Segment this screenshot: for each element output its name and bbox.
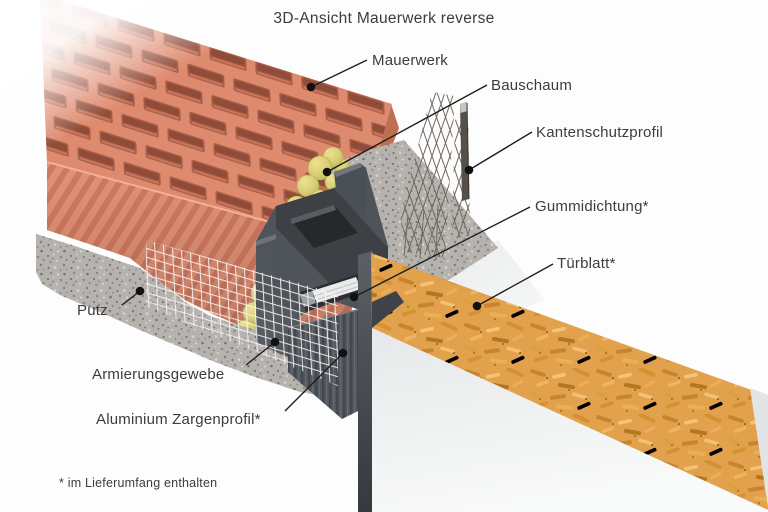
- label-gummidichtung: Gummidichtung*: [535, 198, 649, 215]
- label-mauerwerk: Mauerwerk: [372, 52, 448, 69]
- label-aluminium-zargenprofil: Aluminium Zargenprofil*: [96, 411, 261, 428]
- door-leaf-front-face: [372, 328, 768, 512]
- fade-overlay: [0, 0, 260, 175]
- leader-dots: [135, 82, 482, 358]
- reinforcement-mesh: [146, 240, 338, 386]
- door-frame-edge-strip: [358, 251, 373, 512]
- door-leaf: [358, 251, 768, 512]
- diagram-title: 3D-Ansicht Mauerwerk reverse: [273, 10, 495, 27]
- edge-protection-bar: [460, 102, 470, 201]
- label-tuerblatt: Türblatt*: [557, 255, 616, 272]
- label-armierungsgewebe: Armierungsgewebe: [92, 366, 225, 383]
- leader-lines: [121, 59, 554, 412]
- footnote: * im Lieferumfang enthalten: [59, 476, 218, 490]
- label-kantenschutzprofil: Kantenschutzprofil: [536, 124, 664, 141]
- door-leaf-osb-top: [371, 253, 768, 510]
- label-bauschaum: Bauschaum: [491, 77, 573, 94]
- label-putz: Putz: [77, 302, 108, 319]
